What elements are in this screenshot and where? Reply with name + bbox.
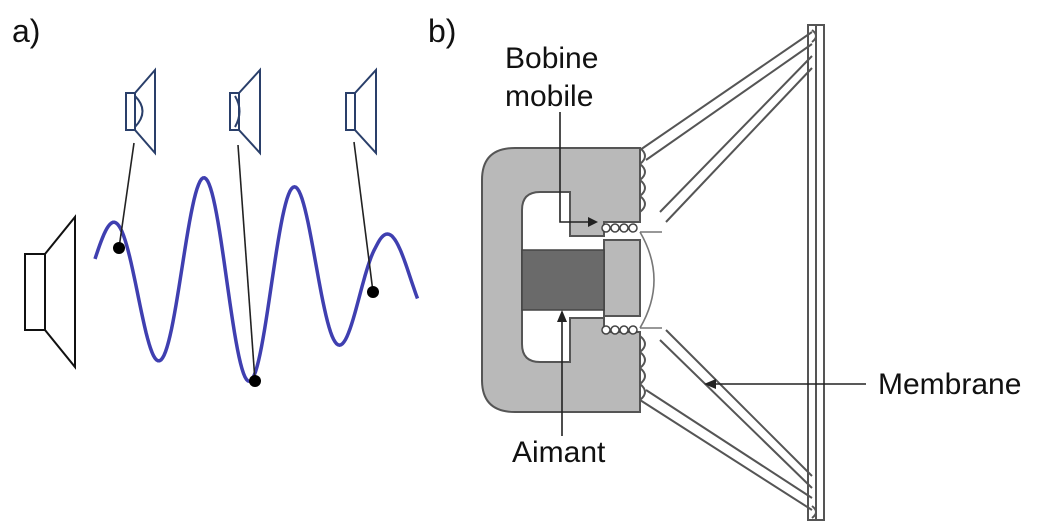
coil-label-line2: mobile bbox=[505, 80, 593, 113]
magnet-pointer-arrowhead bbox=[557, 310, 567, 322]
wave-point-3 bbox=[367, 286, 379, 298]
wave-point-2 bbox=[249, 375, 261, 387]
dust-cap bbox=[639, 231, 655, 329]
panel-a-label: a) bbox=[12, 13, 40, 49]
small-speaker-icon-3 bbox=[345, 67, 377, 156]
magnet-core bbox=[521, 249, 605, 311]
wave-point-1 bbox=[113, 242, 125, 254]
coil-label-line1: Bobine bbox=[505, 42, 598, 75]
speaker-frame bbox=[638, 24, 825, 521]
panel-b-label: b) bbox=[428, 13, 456, 49]
small-speaker-icon-1 bbox=[125, 67, 156, 156]
magnet-body bbox=[481, 147, 641, 413]
pole-piece bbox=[603, 239, 641, 317]
source-speaker-icon bbox=[24, 214, 76, 370]
magnet-label: Aimant bbox=[512, 436, 606, 469]
coil-pointer-arrowhead bbox=[588, 217, 598, 227]
connector-line-1 bbox=[118, 142, 135, 249]
membrane-pointer-arrowhead bbox=[704, 379, 716, 389]
connector-line-3 bbox=[353, 141, 374, 293]
connector-line-2 bbox=[237, 144, 256, 382]
coil-pointer bbox=[559, 112, 596, 223]
small-speaker-icon-2 bbox=[229, 67, 261, 156]
moving-coil bbox=[601, 223, 638, 335]
sound-wave-curve bbox=[93, 176, 420, 384]
membrane-label: Membrane bbox=[878, 368, 1021, 401]
